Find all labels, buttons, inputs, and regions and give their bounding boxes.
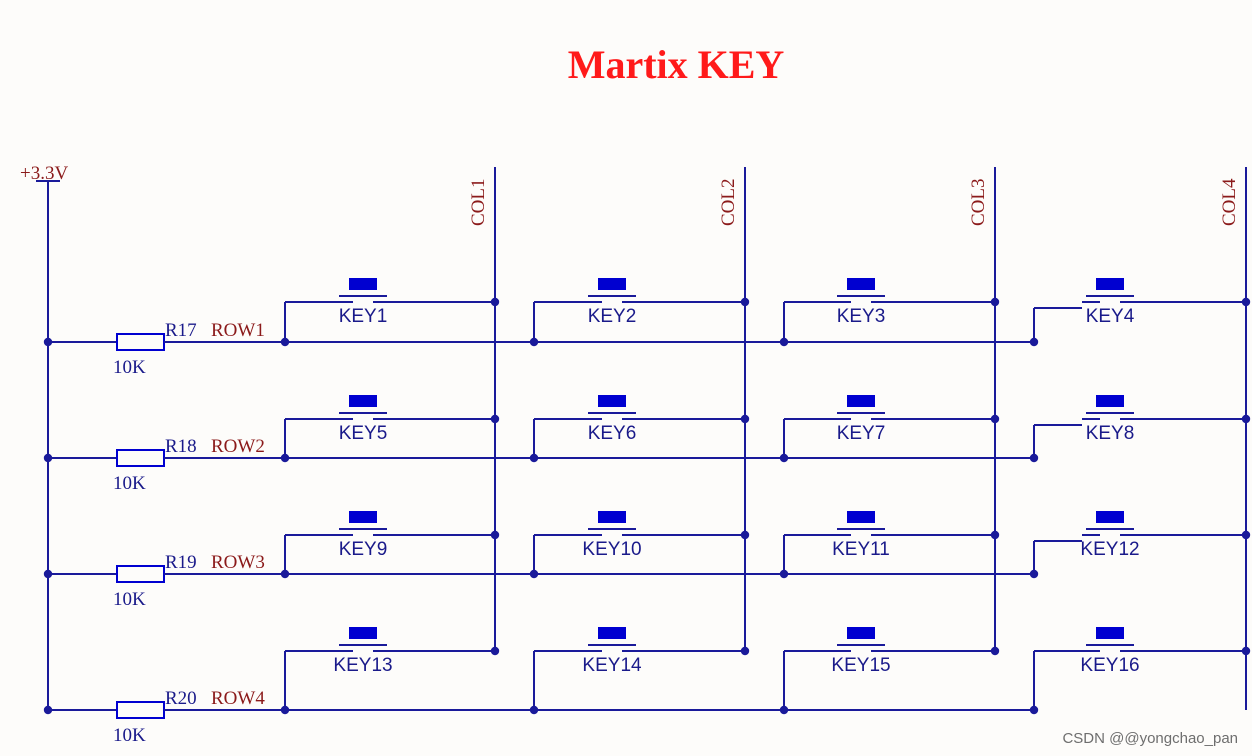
switch-button <box>598 278 626 290</box>
junction-dot <box>529 569 539 579</box>
switch-button <box>847 511 875 523</box>
key-label: KEY11 <box>832 539 890 560</box>
row-net-label: ROW4 <box>211 688 265 709</box>
resistor-value: 10K <box>113 357 146 378</box>
junction-dot <box>1241 530 1251 540</box>
junction-dot <box>1241 297 1251 307</box>
switch-button <box>349 511 377 523</box>
resistor <box>116 449 165 467</box>
switch-button <box>598 627 626 639</box>
switch-button <box>349 278 377 290</box>
key-label: KEY7 <box>837 423 886 444</box>
switch-button <box>847 627 875 639</box>
junction-dot <box>1029 705 1039 715</box>
key-label: KEY16 <box>1080 655 1139 676</box>
key-label: KEY6 <box>588 423 637 444</box>
row-net-label: ROW2 <box>211 436 265 457</box>
column-label: COL4 <box>1219 178 1240 226</box>
key-label: KEY12 <box>1080 539 1139 560</box>
switch-button <box>1096 395 1124 407</box>
resistor-designator: R19 <box>165 552 197 573</box>
resistor <box>116 565 165 583</box>
resistor-designator: R20 <box>165 688 197 709</box>
switch-button <box>1096 627 1124 639</box>
junction-dot <box>280 569 290 579</box>
junction-dot <box>990 414 1000 424</box>
watermark: CSDN @@yongchao_pan <box>1062 730 1238 747</box>
switch-button <box>1096 278 1124 290</box>
junction-dot <box>490 530 500 540</box>
junction-dot <box>280 705 290 715</box>
switch-button <box>349 627 377 639</box>
junction-dot <box>779 705 789 715</box>
resistor-value: 10K <box>113 725 146 746</box>
junction-dot <box>1241 414 1251 424</box>
key-label: KEY4 <box>1086 306 1135 327</box>
junction-dot <box>490 414 500 424</box>
key-label: KEY14 <box>582 655 642 676</box>
switch-button <box>598 511 626 523</box>
key-label: KEY8 <box>1086 423 1135 444</box>
key-label: KEY1 <box>339 306 388 327</box>
junction-dot <box>529 337 539 347</box>
switch-button <box>349 395 377 407</box>
key-label: KEY10 <box>582 539 641 560</box>
resistor <box>116 701 165 719</box>
power-label: +3.3V <box>20 163 68 184</box>
switch-button <box>847 395 875 407</box>
resistor-value: 10K <box>113 473 146 494</box>
switch-button <box>598 395 626 407</box>
resistor-designator: R17 <box>165 320 197 341</box>
resistor <box>116 333 165 351</box>
resistor-value: 10K <box>113 589 146 610</box>
junction-dot <box>990 297 1000 307</box>
column-label: COL2 <box>718 179 739 227</box>
page-title: Martix KEY <box>568 42 785 87</box>
key-label: KEY2 <box>588 306 637 327</box>
junction-dot <box>740 646 750 656</box>
junction-dot <box>280 337 290 347</box>
junction-dot <box>990 530 1000 540</box>
junction-dot <box>740 297 750 307</box>
key-label: KEY9 <box>339 539 388 560</box>
switch-button <box>1096 511 1124 523</box>
junction-dot <box>280 453 290 463</box>
column-label: COL1 <box>468 179 489 227</box>
junction-dot <box>529 453 539 463</box>
column-label: COL3 <box>968 179 989 227</box>
row-net-label: ROW1 <box>211 320 265 341</box>
junction-dot <box>490 646 500 656</box>
junction-dot <box>779 453 789 463</box>
junction-dot <box>490 297 500 307</box>
junction-dot <box>779 569 789 579</box>
junction-dot <box>740 530 750 540</box>
junction-dot <box>529 705 539 715</box>
resistor-designator: R18 <box>165 436 197 457</box>
junction-dot <box>1029 337 1039 347</box>
key-label: KEY3 <box>837 306 886 327</box>
key-label: KEY15 <box>831 655 890 676</box>
junction-dot <box>1029 453 1039 463</box>
junction-dot <box>990 646 1000 656</box>
junction-dot <box>1029 569 1039 579</box>
row-net-label: ROW3 <box>211 552 265 573</box>
switch-button <box>847 278 875 290</box>
key-label: KEY5 <box>339 423 388 444</box>
junction-dot <box>1241 646 1251 656</box>
key-label: KEY13 <box>333 655 392 676</box>
junction-dot <box>779 337 789 347</box>
junction-dot <box>740 414 750 424</box>
